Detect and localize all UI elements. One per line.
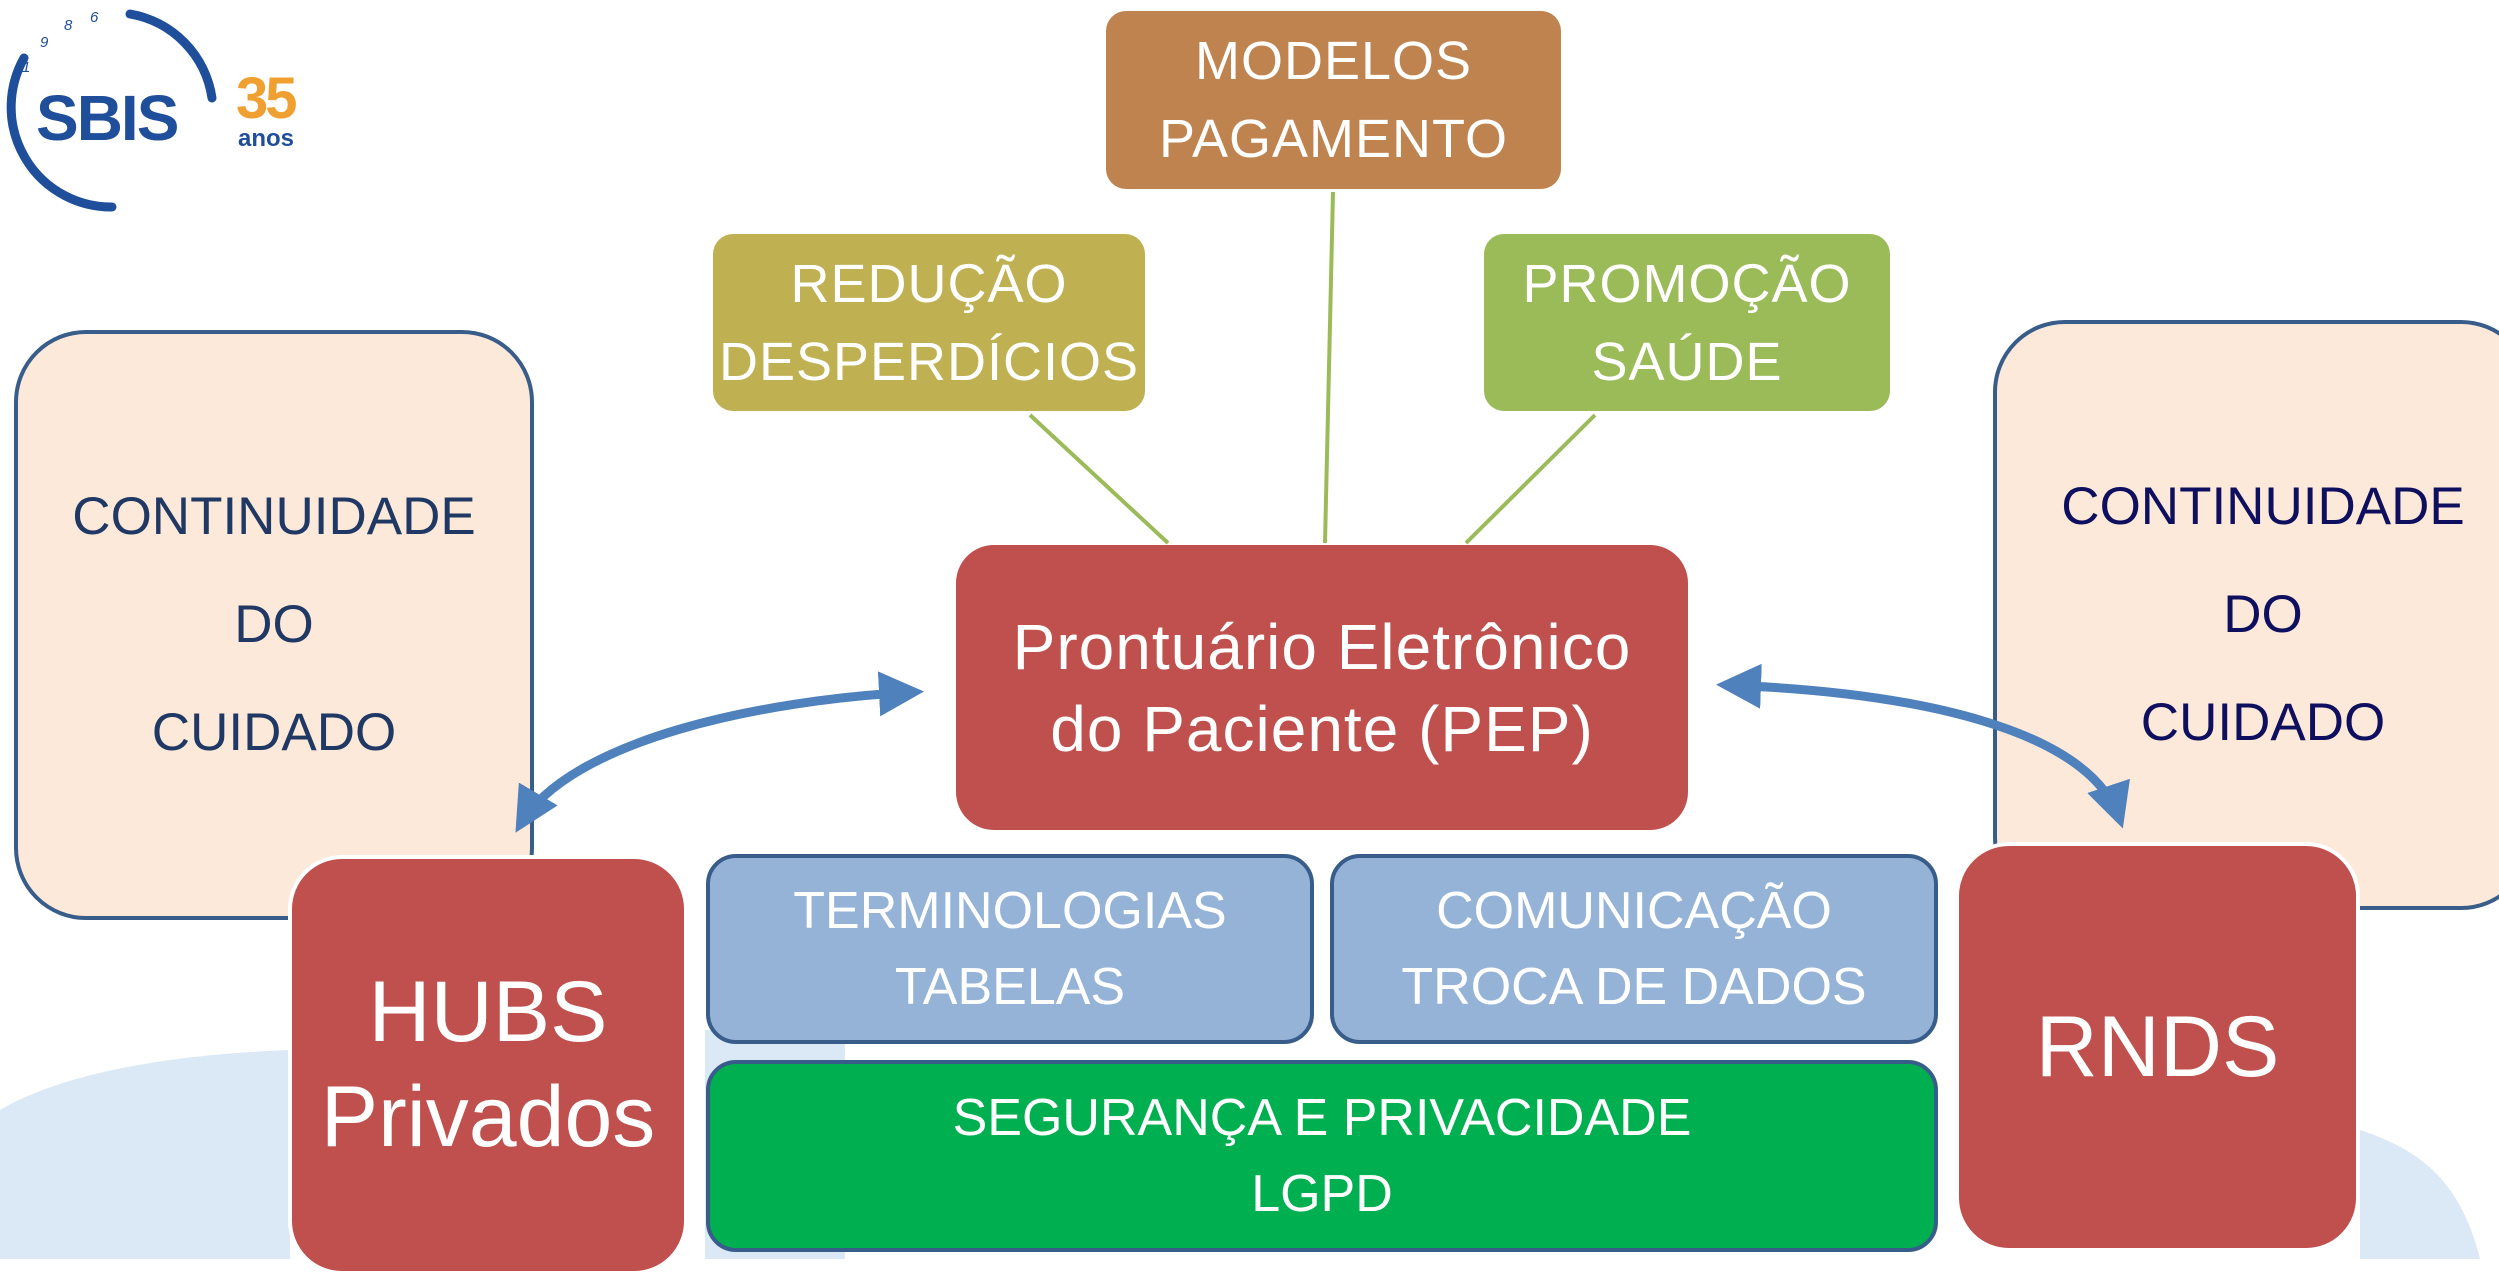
rnds-label: RNDS — [2035, 998, 2280, 1095]
cont-right-line-2: DO — [2223, 585, 2303, 644]
watermark-shape-right — [2360, 1130, 2480, 1259]
logo-arc-left — [6, 53, 117, 212]
hubs-line-1: HUBS — [368, 964, 608, 1060]
term-line-1: TERMINOLOGIAS — [793, 882, 1227, 940]
seguranca-privacidade-box: SEGURANÇA E PRIVACIDADE LGPD — [706, 1060, 1938, 1252]
seg-line-2: LGPD — [1251, 1165, 1393, 1223]
terminologias-tabelas-box: TERMINOLOGIAS TABELAS — [706, 854, 1314, 1044]
logo-year-1: 1 — [22, 59, 30, 76]
cont-right-line-3: CUIDADO — [2140, 693, 2386, 752]
cont-left-line-2: DO — [234, 595, 314, 654]
logo-year-8: 8 — [64, 17, 73, 34]
pep-line-1: Prontuário Eletrônico — [1012, 610, 1632, 683]
logo-anniversary-number: 35 — [236, 66, 296, 131]
reducao-line-1: REDUÇÃO — [790, 253, 1068, 314]
hubs-line-2: Privados — [320, 1069, 656, 1165]
sbis-logo-graphic: 1 9 8 6 SBIS 35 anos — [6, 9, 299, 212]
reducao-line-2: DESPERDÍCIOS — [718, 331, 1140, 392]
modelos-pagamento-box: MODELOS PAGAMENTO — [1106, 11, 1561, 189]
watermark-shape-left — [0, 1050, 290, 1259]
hubs-privados-box: HUBS Privados — [288, 855, 688, 1275]
pep-line-2: do Paciente (PEP) — [1050, 692, 1594, 765]
logo-arc-right — [125, 9, 217, 103]
sbis-logo: 1 9 8 6 SBIS 35 anos — [0, 0, 340, 220]
promocao-line-2: SAÚDE — [1591, 331, 1783, 392]
term-line-2: TABELAS — [894, 958, 1126, 1016]
cont-left-line-3: CUIDADO — [151, 703, 397, 762]
cont-right-line-1: CONTINUIDADE — [2061, 477, 2465, 536]
pep-center-box: Prontuário Eletrônico do Paciente (PEP) — [956, 545, 1688, 830]
comunicacao-troca-dados-box: COMUNICAÇÃO TROCA DE DADOS — [1330, 854, 1938, 1044]
logo-year-6: 6 — [90, 9, 99, 26]
cont-left-line-1: CONTINUIDADE — [72, 487, 476, 546]
comm-line-2: TROCA DE DADOS — [1401, 958, 1867, 1016]
promocao-saude-box: PROMOÇÃO SAÚDE — [1484, 234, 1890, 411]
modelos-line-2: PAGAMENTO — [1158, 109, 1509, 169]
promocao-line-1: PROMOÇÃO — [1522, 253, 1852, 314]
continuidade-cuidado-left-box: CONTINUIDADE DO CUIDADO — [14, 330, 534, 920]
continuidade-cuidado-right-box: CONTINUIDADE DO CUIDADO — [1993, 320, 2499, 910]
comm-line-1: COMUNICAÇÃO — [1436, 882, 1832, 940]
logo-anniversary-sub: anos — [238, 125, 294, 152]
rnds-box: RNDS — [1955, 842, 2360, 1252]
seg-line-1: SEGURANÇA E PRIVACIDADE — [952, 1089, 1692, 1147]
modelos-line-1: MODELOS — [1194, 31, 1473, 91]
logo-year-9: 9 — [40, 34, 49, 51]
logo-wordmark: SBIS — [36, 82, 178, 154]
reducao-desperdicios-box: REDUÇÃO DESPERDÍCIOS — [713, 234, 1145, 411]
